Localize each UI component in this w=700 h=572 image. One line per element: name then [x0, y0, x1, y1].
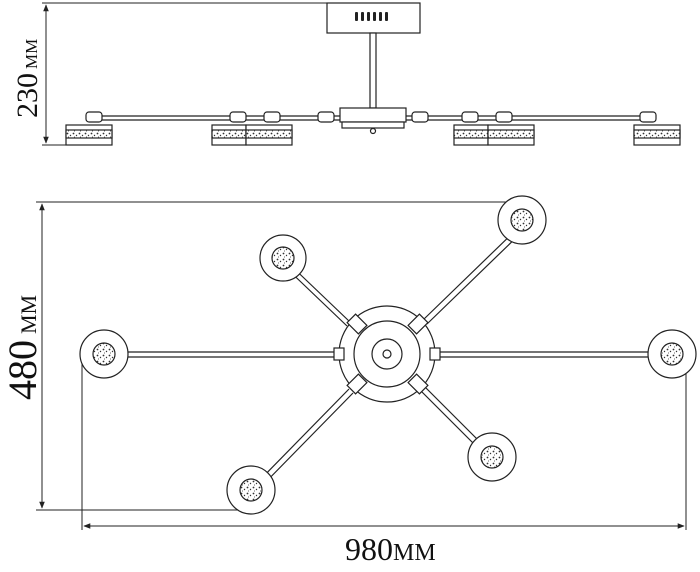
canopy-vents — [355, 12, 388, 21]
height-dimension — [42, 2, 327, 146]
stem — [369, 32, 377, 109]
height-label: 230MM — [11, 39, 44, 118]
depth-dimension — [36, 201, 520, 511]
lamp-lower-right — [467, 432, 517, 482]
arm-lower-left — [251, 388, 350, 489]
side-view — [65, 2, 681, 146]
depth-label: 480MM — [0, 295, 45, 400]
lamp-left — [79, 329, 129, 379]
lamp-right — [647, 329, 697, 379]
top-hub — [333, 305, 441, 403]
width-label: 980MM — [345, 531, 436, 567]
arm-upper-right — [422, 225, 521, 321]
lamp-lower-left — [226, 465, 276, 515]
central-hub — [339, 107, 407, 123]
top-lamps — [79, 195, 697, 515]
lamp-upper-right — [497, 195, 547, 245]
lamp-upper-left — [259, 234, 307, 282]
top-view — [79, 195, 697, 515]
width-dimension — [81, 355, 687, 530]
side-lamps — [65, 124, 681, 146]
top-arms — [104, 225, 672, 493]
